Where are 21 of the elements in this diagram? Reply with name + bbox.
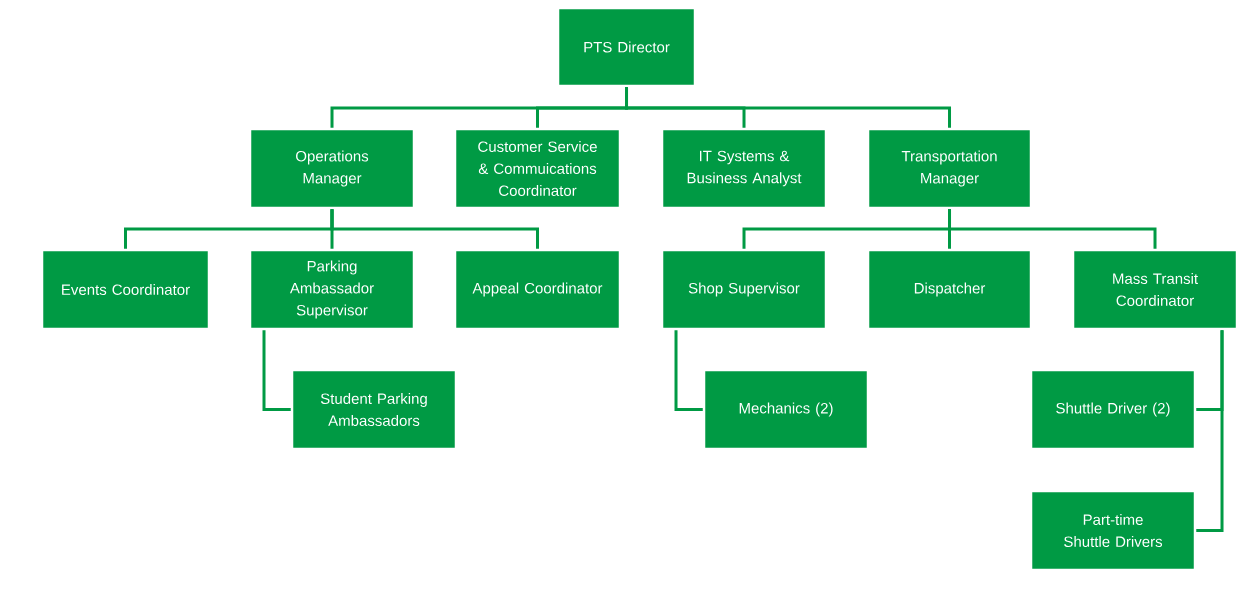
org-box: Transportation Manager xyxy=(866,127,1033,210)
org-box: Part-time Shuttle Drivers xyxy=(1029,489,1197,572)
org-box: Mass Transit Coordinator xyxy=(1071,248,1238,331)
org-box: Shop Supervisor xyxy=(660,248,828,331)
connector-line xyxy=(674,330,703,411)
org-box: Mechanics (2) xyxy=(702,368,870,451)
connector-line xyxy=(948,209,1157,249)
org-box: Appeal Coordinator xyxy=(453,248,622,331)
connector-line xyxy=(625,87,951,128)
org-box: IT Systems & Business Analyst xyxy=(660,127,828,210)
org-box: Customer Service & Commuications Coordinator xyxy=(453,127,622,210)
connector-line xyxy=(262,330,291,411)
org-box: Parking Ambassador Supervisor xyxy=(248,248,416,331)
org-box: PTS Director xyxy=(556,6,697,88)
org-box: Dispatcher xyxy=(866,248,1033,331)
connector-line xyxy=(1196,330,1224,532)
connector-line xyxy=(330,209,539,249)
org-box: Shuttle Driver (2) xyxy=(1029,368,1197,451)
org-box: Events Coordinator xyxy=(40,248,211,331)
org-box: Operations Manager xyxy=(248,127,416,210)
org-box: Student Parking Ambassadors xyxy=(290,368,458,451)
